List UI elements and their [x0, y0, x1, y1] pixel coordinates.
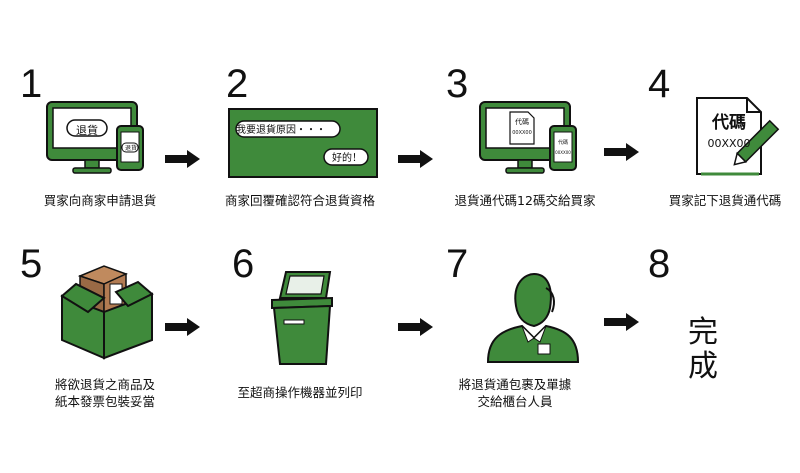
arrow-right-icon: [604, 313, 639, 331]
kiosk-machine-icon: [271, 271, 333, 365]
final-text: 完成: [688, 315, 718, 384]
phone-code-value: 00XX00: [555, 150, 571, 155]
step-caption: 買家向商家申請退貨: [43, 193, 157, 208]
monitor-code-value: 00XX00: [512, 130, 532, 136]
computer-phone-icon: [46, 101, 144, 174]
step-caption-line-1: 將欲退貨之商品及: [54, 377, 155, 392]
phone-label: 退貨: [124, 145, 137, 152]
step-caption: 商家回覆確認符合退貨資格: [224, 193, 375, 208]
step-caption-line-2: 紙本發票包裝妥當: [54, 394, 155, 409]
step-number: 6: [232, 242, 255, 286]
step-caption-line-1: 將退貨通包裹及單據: [458, 377, 572, 392]
note-title: 代碼: [712, 113, 746, 133]
computer-phone-code-icon: [479, 101, 577, 174]
arrow-right-icon: [604, 143, 639, 161]
step-caption: 至超商操作機器並列印: [237, 385, 363, 400]
step-number: 3: [446, 62, 469, 106]
step-number: 4: [648, 62, 671, 106]
arrow-right-icon: [165, 318, 200, 336]
chat-bubble-right: 好的！: [332, 153, 362, 164]
step-caption-line-2: 交給櫃台人員: [477, 394, 553, 409]
step-number: 7: [446, 242, 469, 286]
monitor-code-title: 代碼: [515, 118, 529, 126]
phone-code-title: 代碼: [557, 140, 568, 146]
step-caption: 買家記下退貨通代碼: [668, 193, 782, 208]
arrow-right-icon: [398, 150, 433, 168]
note-pencil-icon: [696, 97, 780, 176]
chat-board-icon: [228, 108, 378, 178]
note-code: 00XX00: [707, 137, 751, 150]
step-caption: 退貨通代碼12碼交給買家: [454, 193, 596, 208]
arrow-right-icon: [165, 150, 200, 168]
clerk-icon: [486, 272, 580, 363]
arrow-right-icon: [398, 318, 433, 336]
open-box-icon: [60, 265, 154, 360]
chat-bubble-left: 我要退貨原因・・・: [236, 125, 326, 136]
step-number: 5: [20, 242, 43, 286]
step-number: 1: [20, 62, 43, 106]
step-number: 2: [226, 62, 249, 106]
step-number: 8: [648, 242, 671, 286]
monitor-label: 退貨: [76, 124, 98, 137]
